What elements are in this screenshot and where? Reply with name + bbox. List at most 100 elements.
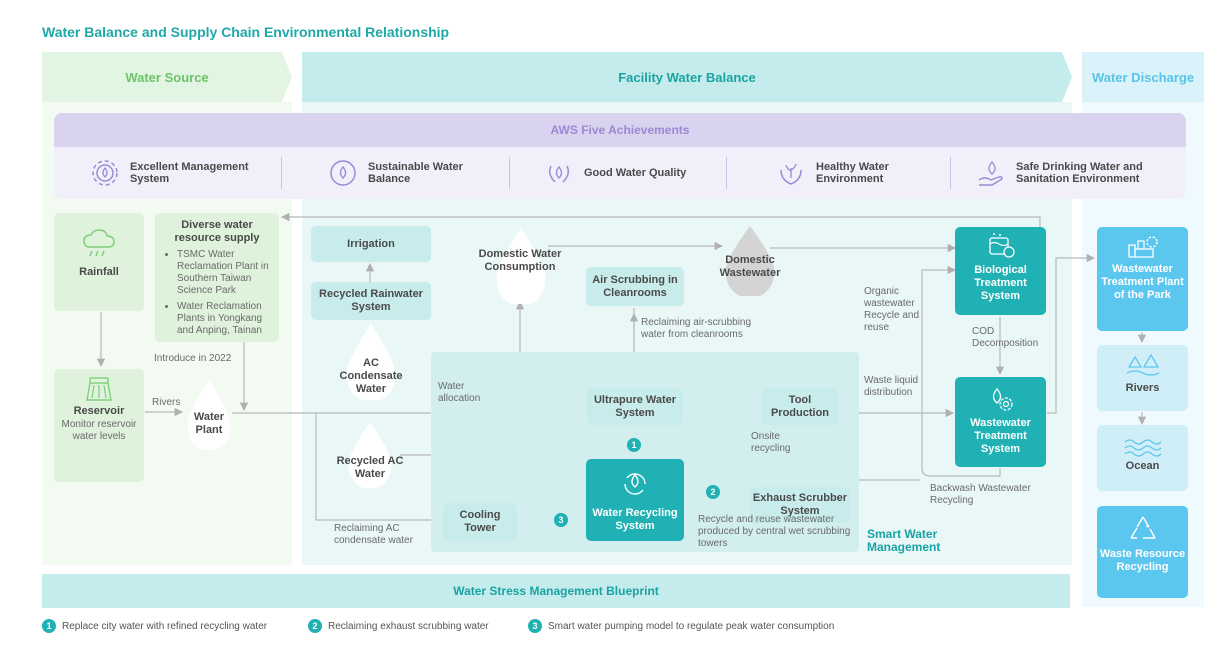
bio-treatment-icon: [955, 232, 1046, 264]
exhaust-scrubber-box: Exhaust Scrubber System: [750, 487, 850, 523]
dam-icon: [54, 376, 144, 405]
ocean-box: Ocean: [1097, 425, 1188, 491]
badge-3: 3: [554, 513, 568, 527]
reservoir-desc: Monitor reservoir water levels: [61, 419, 137, 442]
legend-item-3: 3 Smart water pumping model to regulate …: [528, 619, 834, 633]
treatment-gear-icon: [955, 385, 1046, 417]
divider: [950, 157, 951, 189]
achievement-label: Sustainable Water Balance: [368, 161, 463, 185]
achievement-label: Safe Drinking Water and Sanitation Envir…: [1016, 161, 1143, 185]
recycled-ac-drop: [345, 420, 395, 489]
divider: [281, 157, 282, 189]
laurel-drop-icon: [542, 156, 576, 190]
legend-item-1: 1 Replace city water with refined recycl…: [42, 619, 267, 633]
rain-cloud-icon: [54, 229, 144, 262]
header-facility-water-balance: Facility Water Balance: [302, 52, 1072, 102]
hands-plant-icon: [774, 156, 808, 190]
reservoir-box: Reservoir Monitor reservoir water levels: [54, 369, 144, 482]
rivers-box: Rivers: [1097, 345, 1188, 411]
rivers-discharge-label: Rivers: [1125, 382, 1160, 394]
legend-badge: 1: [42, 619, 56, 633]
divider: [509, 157, 510, 189]
waste-liquid-label: Waste liquid distribution: [864, 375, 919, 398]
aws-title: AWS Five Achievements: [54, 113, 1186, 147]
legend-badge: 3: [528, 619, 542, 633]
recycle-text-label: Recycle and reuse wastewater produced by…: [698, 514, 851, 549]
rivers-label: Rivers: [152, 397, 181, 408]
reservoir-title: Reservoir: [73, 405, 125, 417]
wastewater-treatment-label: Wastewater Treatment System: [970, 417, 1031, 455]
water-recycling-box: Water Recycling System: [586, 459, 684, 541]
ultrapure-box: Ultrapure Water System: [587, 388, 683, 425]
smart-water-label: Smart Water Management: [867, 527, 941, 554]
biological-label: Biological Treatment System: [974, 264, 1027, 302]
rainfall-box: Rainfall: [54, 213, 144, 311]
irrigation-box: Irrigation: [311, 226, 431, 262]
introduce-label: Introduce in 2022: [154, 353, 232, 364]
air-scrubbing-box: Air Scrubbing in Cleanrooms: [586, 267, 684, 306]
badge-1: 1: [627, 438, 641, 452]
water-allocation-label: Water allocation: [438, 381, 481, 404]
wave-icon: [1097, 437, 1188, 460]
legend-item-2: 2 Reclaiming exhaust scrubbing water: [308, 619, 489, 633]
water-plant-label: Water Plant: [193, 411, 225, 436]
divider: [726, 157, 727, 189]
domestic-wastewater-label: Domestic Wastewater: [719, 254, 781, 279]
recycled-ac-label: Recycled AC Water: [336, 455, 404, 480]
blueprint-band: Water Stress Management Blueprint: [42, 574, 1070, 608]
backwash-label: Backwash Wastewater Recycling: [930, 483, 1031, 506]
organic-label: Organic wastewater Recycle and reuse: [864, 286, 920, 333]
water-plant-drop: [184, 378, 234, 451]
wastewater-treatment-box: Wastewater Treatment System: [955, 377, 1046, 467]
factory-icon: [1097, 233, 1188, 263]
water-recycling-label: Water Recycling System: [592, 507, 678, 532]
page-title: Water Balance and Supply Chain Environme…: [42, 24, 450, 40]
achievement-management: Excellent Management System: [88, 147, 278, 199]
supply-item: TSMC Water Reclamation Plant in Southern…: [177, 249, 271, 297]
park-plant-label: Wastewater Treatment Plant of the Park: [1101, 263, 1184, 301]
aws-achievements-row: Excellent Management System Sustainable …: [54, 147, 1186, 199]
ocean-label: Ocean: [1125, 460, 1160, 472]
onsite-recycling-label: Onsite recycling: [751, 431, 791, 454]
supply-item: Water Reclamation Plants in Yongkang and…: [177, 301, 271, 337]
recycled-rainwater-box: Recycled Rainwater System: [311, 282, 431, 320]
header-water-discharge: Water Discharge: [1082, 52, 1204, 102]
domestic-consumption-drop: [493, 226, 549, 306]
reclaim-air-label: Reclaiming air-scrubbing water from clea…: [641, 317, 752, 340]
supply-box: Diverse water resource supply TSMC Water…: [155, 213, 279, 342]
domestic-wastewater-drop: [722, 224, 778, 298]
achievement-label: Good Water Quality: [584, 167, 687, 179]
legend-text: Reclaiming exhaust scrubbing water: [328, 620, 489, 632]
recycle-drop-icon: [586, 469, 684, 503]
park-plant-box: Wastewater Treatment Plant of the Park: [1097, 227, 1188, 331]
achievement-label: Healthy Water Environment: [816, 161, 889, 185]
domestic-consumption-label: Domestic Water Consumption: [478, 248, 562, 273]
achievement-safe-drinking: Safe Drinking Water and Sanitation Envir…: [974, 147, 1174, 199]
reclaim-ac-label: Reclaiming AC condensate water: [334, 523, 413, 546]
water-cycle-icon: [326, 156, 360, 190]
ac-condensate-drop: [343, 322, 399, 402]
rainfall-label: Rainfall: [79, 266, 119, 278]
legend-text: Smart water pumping model to regulate pe…: [548, 620, 835, 632]
river-trees-icon: [1097, 353, 1188, 382]
biological-box: Biological Treatment System: [955, 227, 1046, 315]
header-water-source: Water Source: [42, 52, 292, 102]
cooling-tower-box: Cooling Tower: [443, 503, 517, 541]
legend-text: Replace city water with refined recyclin…: [62, 620, 268, 632]
ac-condensate-label: AC Condensate Water: [339, 357, 403, 395]
achievement-water-balance: Sustainable Water Balance: [326, 147, 516, 199]
achievement-water-quality: Good Water Quality: [542, 147, 732, 199]
cod-label: COD Decomposition: [972, 326, 1039, 349]
legend-badge: 2: [308, 619, 322, 633]
waste-resource-box: Waste Resource Recycling: [1097, 506, 1188, 598]
waste-resource-label: Waste Resource Recycling: [1099, 548, 1186, 573]
supply-list: TSMC Water Reclamation Plant in Southern…: [163, 249, 271, 337]
achievement-label: Excellent Management System: [130, 161, 249, 185]
tool-production-box: Tool Production: [762, 388, 838, 425]
recycle-icon: [1097, 514, 1188, 548]
hand-drop-icon: [974, 156, 1008, 190]
badge-2: 2: [706, 485, 720, 499]
achievement-healthy-environment: Healthy Water Environment: [774, 147, 964, 199]
gear-icon: [88, 156, 122, 190]
supply-title: Diverse water resource supply: [174, 219, 260, 244]
